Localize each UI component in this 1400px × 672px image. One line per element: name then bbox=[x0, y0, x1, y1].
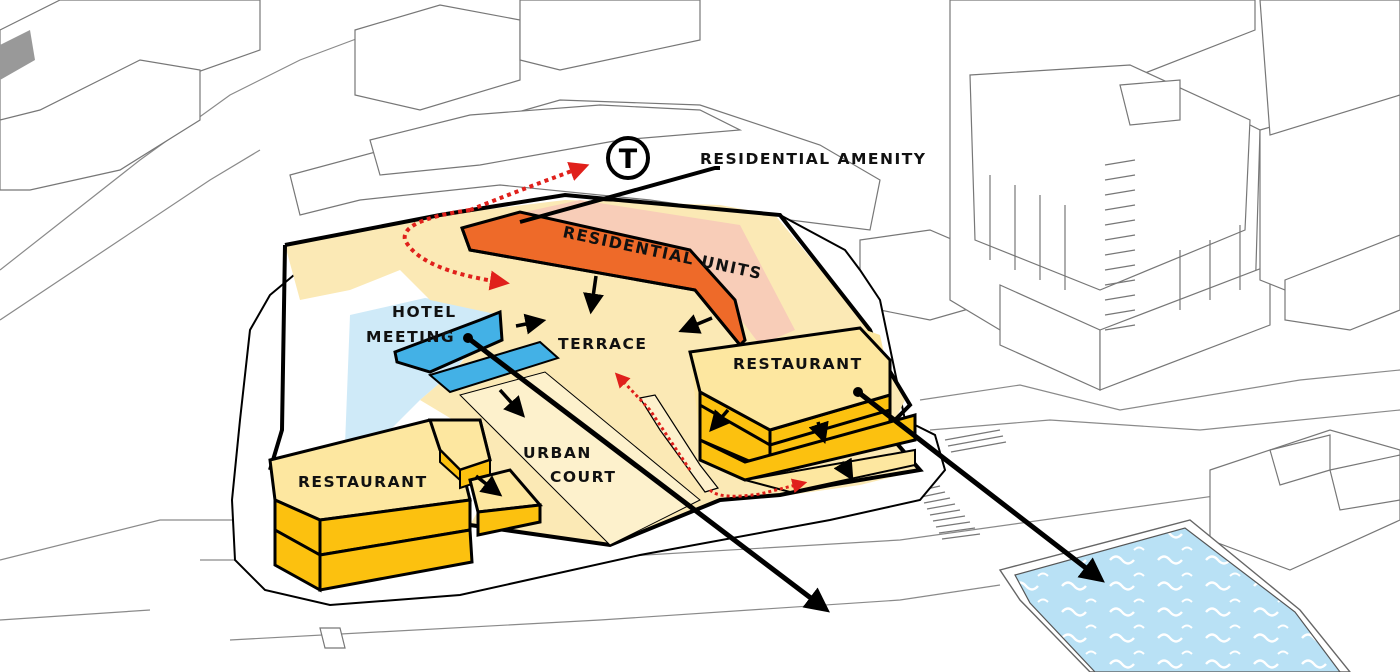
flow-arrows bbox=[474, 275, 854, 497]
label-restaurant-west: RESTAURANT bbox=[298, 473, 428, 491]
flow-arrow-icon bbox=[583, 275, 604, 315]
restaurant-east-block bbox=[688, 326, 917, 494]
circulation-paths bbox=[402, 162, 808, 498]
label-restaurant-east: RESTAURANT bbox=[733, 355, 863, 373]
residential-units-block bbox=[460, 210, 747, 348]
view-arrows bbox=[463, 333, 1105, 613]
label-meeting: MEETING bbox=[366, 328, 455, 346]
flow-arrow-icon bbox=[709, 408, 731, 432]
label-hotel: HOTEL bbox=[392, 303, 457, 321]
transit-symbol: T bbox=[619, 144, 638, 175]
transit-t-icon: T bbox=[606, 136, 650, 180]
ramp bbox=[639, 394, 720, 493]
flow-arrow-icon bbox=[833, 457, 854, 482]
view-arrow-icon bbox=[856, 390, 1105, 583]
flow-arrow-icon bbox=[678, 314, 713, 334]
flow-arrow-icon bbox=[808, 420, 829, 444]
view-arrow-icon bbox=[466, 336, 830, 613]
amenity-leader-line bbox=[519, 166, 720, 224]
label-residential-amenity: RESIDENTIAL AMENITY bbox=[700, 150, 927, 168]
label-urban: URBAN bbox=[523, 444, 592, 462]
flow-arrow-icon bbox=[474, 474, 503, 497]
label-terrace: TERRACE bbox=[558, 335, 648, 353]
flow-arrow-icon bbox=[515, 313, 547, 335]
hotel-meeting-block bbox=[393, 309, 560, 394]
label-court: COURT bbox=[550, 468, 616, 486]
flow-arrow-icon bbox=[498, 388, 526, 418]
site bbox=[230, 192, 947, 607]
